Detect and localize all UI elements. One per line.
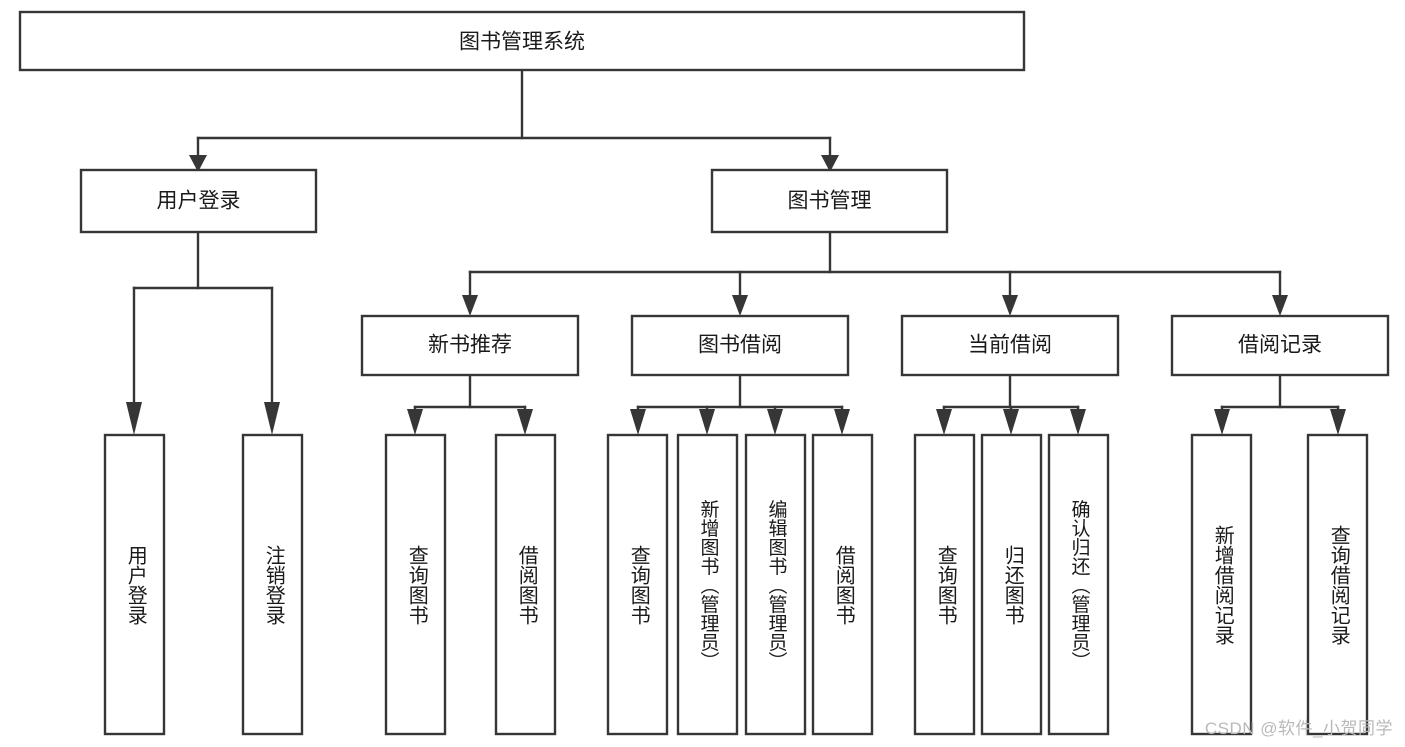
leaf-return-book[interactable]: 归还图书	[980, 433, 1043, 736]
node-box-borrow-record[interactable]	[1170, 314, 1390, 377]
connector-new-book-to-leaves	[407, 373, 533, 435]
leaf-box[interactable]	[103, 433, 166, 736]
leaf-label: 用户登录	[124, 545, 147, 625]
arrow-down-icon	[517, 409, 533, 435]
connector-root-to-level2	[189, 68, 839, 172]
leaf-query-book-3[interactable]: 查询图书	[913, 433, 976, 736]
connector-book-borrow-to-leaves	[630, 373, 850, 435]
leaf-label: 编辑图书（管理员）	[765, 499, 787, 670]
leaf-label: 借阅图书	[515, 545, 538, 625]
arrow-down-icon	[462, 295, 478, 316]
arrow-down-icon	[1002, 295, 1018, 316]
node-label-book-borrow: 图书借阅	[698, 334, 782, 357]
leaf-label: 借阅图书	[832, 545, 855, 625]
leaf-add-book[interactable]: 新增图书（管理员）	[676, 433, 739, 736]
connector-user-login-to-leaves	[126, 230, 280, 435]
arrow-down-icon	[630, 409, 646, 435]
connector-borrow-record-to-leaves	[1214, 373, 1346, 435]
arrow-down-icon	[699, 409, 715, 435]
leaf-box[interactable]	[980, 433, 1043, 736]
leaf-confirm-return[interactable]: 确认归还（管理员）	[1047, 433, 1110, 736]
node-box-new-book-recommend[interactable]	[360, 314, 580, 377]
leaf-borrow-book-2[interactable]: 借阅图书	[811, 433, 874, 736]
leaf-user-login[interactable]: 用户登录	[103, 433, 166, 736]
leaf-box[interactable]	[1306, 433, 1369, 736]
arrow-down-icon	[1070, 409, 1086, 435]
leaf-label: 查询图书	[934, 545, 957, 625]
leaf-edit-book[interactable]: 编辑图书（管理员）	[744, 433, 807, 736]
arrow-down-icon	[407, 409, 423, 435]
node-book-manage[interactable]: 图书管理	[710, 168, 949, 234]
node-box-user-login[interactable]	[79, 168, 318, 234]
node-new-book-recommend[interactable]: 新书推荐	[360, 314, 580, 377]
node-label-user-login: 用户登录	[157, 190, 241, 213]
arrow-down-icon	[767, 409, 783, 435]
leaf-box[interactable]	[811, 433, 874, 736]
arrow-down-icon	[732, 295, 748, 316]
leaf-label: 归还图书	[1001, 545, 1024, 625]
node-root[interactable]: 图书管理系统	[18, 10, 1026, 72]
node-label-new-book-recommend: 新书推荐	[428, 334, 512, 357]
leaf-label: 注销登录	[262, 545, 285, 625]
leaf-query-record[interactable]: 查询借阅记录	[1306, 433, 1369, 736]
node-user-login[interactable]: 用户登录	[79, 168, 318, 234]
leaf-user-logout[interactable]: 注销登录	[241, 433, 304, 736]
node-label-borrow-record: 借阅记录	[1238, 334, 1322, 357]
arrow-down-icon	[936, 409, 952, 435]
node-label-book-manage: 图书管理	[788, 190, 872, 213]
node-borrow-record[interactable]: 借阅记录	[1170, 314, 1390, 377]
arrow-down-icon	[189, 155, 207, 172]
node-box-root[interactable]	[18, 10, 1026, 72]
leaf-box[interactable]	[744, 433, 807, 736]
leaf-label: 新增图书（管理员）	[697, 499, 719, 670]
leaf-label: 查询借阅记录	[1327, 525, 1350, 645]
leaf-query-book-1[interactable]: 查询图书	[384, 433, 447, 736]
arrow-down-icon	[1003, 409, 1019, 435]
leaf-borrow-book-1[interactable]: 借阅图书	[494, 433, 557, 736]
arrow-down-icon	[1214, 409, 1230, 435]
leaf-box[interactable]	[606, 433, 669, 736]
node-box-book-borrow[interactable]	[630, 314, 850, 377]
leaf-box[interactable]	[241, 433, 304, 736]
node-label-root: 图书管理系统	[459, 31, 585, 54]
arrow-down-icon	[834, 409, 850, 435]
node-book-borrow[interactable]: 图书借阅	[630, 314, 850, 377]
arrow-down-icon	[821, 155, 839, 172]
leaf-label: 确认归还（管理员）	[1068, 499, 1090, 670]
arrow-down-icon	[1272, 295, 1288, 316]
leaf-box[interactable]	[1047, 433, 1110, 736]
node-label-current-borrow: 当前借阅	[968, 334, 1052, 357]
connector-book-manage-to-level3	[462, 230, 1288, 316]
leaf-box[interactable]	[1190, 433, 1253, 736]
node-box-current-borrow[interactable]	[900, 314, 1120, 377]
arrow-down-icon	[126, 402, 142, 435]
leaf-query-book-2[interactable]: 查询图书	[606, 433, 669, 736]
arrow-down-icon	[1330, 409, 1346, 435]
leaf-box[interactable]	[913, 433, 976, 736]
leaf-label: 新增借阅记录	[1211, 525, 1234, 645]
leaf-box[interactable]	[676, 433, 739, 736]
node-current-borrow[interactable]: 当前借阅	[900, 314, 1120, 377]
node-box-book-manage[interactable]	[710, 168, 949, 234]
leaf-box[interactable]	[494, 433, 557, 736]
leaf-box[interactable]	[384, 433, 447, 736]
leaf-add-record[interactable]: 新增借阅记录	[1190, 433, 1253, 736]
leaf-label: 查询图书	[627, 545, 650, 625]
connector-current-borrow-to-leaves	[936, 373, 1086, 435]
arrow-down-icon	[264, 402, 280, 435]
leaf-label: 查询图书	[405, 545, 428, 625]
